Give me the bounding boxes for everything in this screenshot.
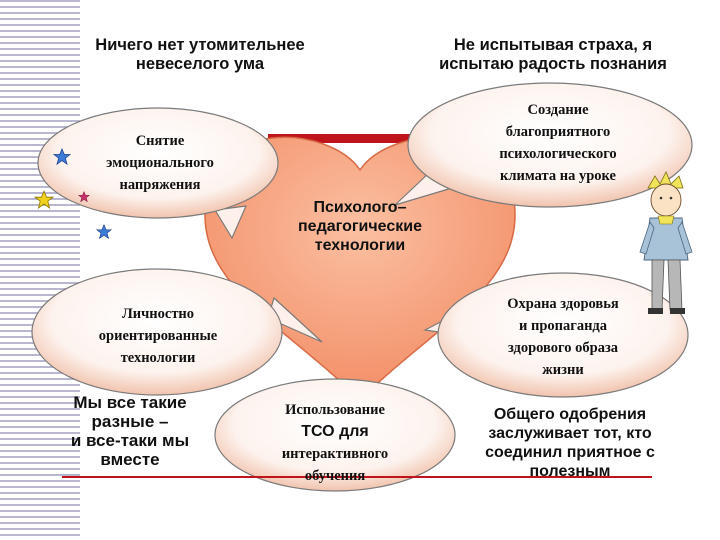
personal-line: Личностно <box>121 306 195 322</box>
tso-text: Использование ТСО для интерактивного обу… <box>245 399 425 487</box>
climate-line: Создание <box>527 102 589 118</box>
center-title: Психолого– педагогические технологии <box>270 198 450 255</box>
climate-line: климата на уроке <box>500 168 616 184</box>
climate-line: психологического <box>499 146 617 162</box>
right-quote-line: испытаю радость познания <box>439 55 667 73</box>
bottom-right-text: Общего одобрения заслуживает тот, кто со… <box>455 405 685 481</box>
bottom-right-line: полезным <box>529 463 611 480</box>
left-quote-line: Ничего нет утомительнее <box>95 36 305 54</box>
stress-line: эмоционального <box>106 155 214 171</box>
boy-figure-icon <box>639 171 693 314</box>
right-quote-line: Не испытывая страха, я <box>453 36 653 54</box>
bottom-left-text: Мы все такие разные – и все-таки мы вмес… <box>50 393 210 469</box>
decorative-stripes <box>0 0 80 540</box>
left-quote: Ничего нет утомительнее невеселого ума <box>60 36 340 74</box>
bottom-right-line: заслуживает тот, кто <box>488 425 652 442</box>
tso-line: Использование <box>285 402 385 418</box>
star-icon <box>52 147 72 166</box>
red-band <box>268 134 468 143</box>
center-title-line: педагогические <box>298 218 422 235</box>
health-line: жизни <box>542 362 584 378</box>
stress-line: напряжения <box>119 177 201 193</box>
bottom-left-line: вместе <box>100 450 160 469</box>
climate-line: благоприятного <box>505 124 611 140</box>
bottom-left-line: и все-таки мы <box>70 431 190 450</box>
center-title-line: технологии <box>314 237 406 254</box>
star-icon <box>95 223 113 240</box>
bubble-health <box>423 272 689 398</box>
bubble-stress <box>37 107 279 240</box>
tso-line: обучения <box>304 468 366 484</box>
personal-line: технологии <box>120 350 196 366</box>
bottom-right-line: Общего одобрения <box>493 406 647 423</box>
bottom-left-line: Мы все такие <box>73 393 187 412</box>
health-line: и пропаганда <box>518 318 608 334</box>
bottom-right-line: соединил приятное с <box>485 444 655 461</box>
stress-line: Снятие <box>135 133 185 149</box>
tso-line: интерактивного <box>281 446 389 462</box>
stress-text: Снятие эмоционального напряжения <box>70 130 250 196</box>
personal-text: Личностно ориентированные технологии <box>68 303 248 369</box>
health-text: Охрана здоровья и пропаганда здорового о… <box>473 293 653 381</box>
center-title-line: Психолого– <box>313 199 407 216</box>
climate-text: Создание благоприятного психологического… <box>468 99 648 187</box>
bubble-tso <box>214 378 456 492</box>
tso-line: ТСО для <box>301 423 369 440</box>
right-quote: Не испытывая страха, я испытаю радость п… <box>408 36 698 74</box>
star-icon <box>33 189 55 209</box>
left-quote-line: невеселого ума <box>135 55 265 73</box>
star-icon <box>77 190 91 203</box>
bubble-climate <box>394 82 693 208</box>
bottom-left-line: разные – <box>91 412 169 431</box>
health-line: здорового образа <box>507 340 619 356</box>
personal-line: ориентированные <box>98 328 218 344</box>
bubble-personal <box>31 268 323 396</box>
health-line: Охрана здоровья <box>507 296 619 312</box>
